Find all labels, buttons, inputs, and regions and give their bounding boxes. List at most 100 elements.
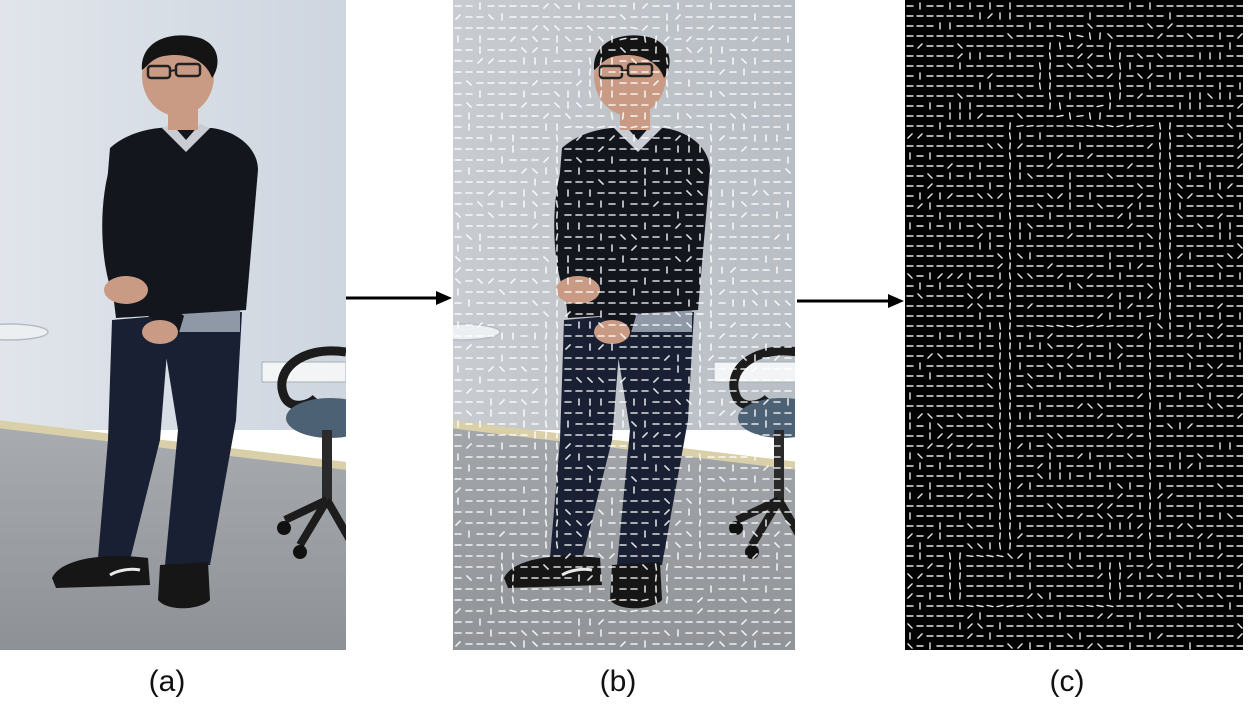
gradient-tick — [608, 598, 616, 602]
gradient-tick — [719, 476, 725, 482]
orientation-tick — [1148, 512, 1152, 520]
orientation-tick — [1076, 605, 1084, 607]
orientation-tick — [1168, 212, 1172, 220]
hog-panel-c — [905, 0, 1243, 650]
orientation-tick — [1227, 183, 1233, 189]
gradient-tick — [598, 619, 604, 625]
orientation-tick — [907, 593, 913, 599]
orientation-tick — [1036, 325, 1044, 327]
overlay-panel-b — [453, 0, 795, 650]
person-photo-with-gradients — [453, 0, 795, 650]
orientation-tick — [917, 413, 923, 419]
gradient-tick — [686, 256, 692, 262]
gradient-tick — [630, 609, 638, 613]
orientation-tick — [1158, 282, 1162, 290]
gradient-tick — [511, 563, 515, 571]
orientation-tick — [1207, 333, 1213, 339]
orientation-tick — [1117, 483, 1123, 489]
orientation-tick — [1096, 124, 1104, 128]
gradient-tick — [719, 630, 725, 636]
gradient-tick — [752, 190, 758, 196]
orientation-tick — [927, 193, 933, 199]
orientation-tick — [1187, 33, 1193, 39]
gradient-tick — [696, 125, 704, 129]
gradient-tick — [488, 14, 494, 20]
gradient-tick — [674, 125, 682, 129]
gradient-tick — [664, 465, 670, 471]
orientation-tick — [947, 273, 953, 279]
orientation-tick — [1177, 213, 1183, 219]
gradient-tick — [741, 58, 747, 64]
gradient-tick — [654, 596, 658, 604]
orientation-tick — [1147, 73, 1153, 79]
gradient-tick — [521, 102, 527, 108]
orientation-tick — [1057, 503, 1063, 509]
orientation-tick — [1207, 373, 1213, 379]
orientation-tick — [1017, 93, 1023, 99]
gradient-tick — [532, 630, 538, 636]
gradient-tick — [565, 509, 571, 515]
orientation-tick — [1127, 573, 1133, 579]
gradient-tick — [455, 14, 461, 20]
orientation-tick — [967, 613, 973, 619]
gradient-tick — [642, 3, 648, 9]
gradient-tick — [653, 388, 659, 394]
gradient-tick — [488, 278, 494, 284]
gradient-tick — [609, 553, 615, 559]
gradient-tick — [599, 57, 603, 65]
orientation-tick — [1217, 593, 1223, 599]
orientation-tick — [997, 263, 1003, 269]
orientation-tick — [1037, 463, 1043, 469]
gradient-tick — [598, 146, 604, 152]
chair-post — [774, 430, 784, 500]
gradient-tick — [709, 200, 713, 208]
gradient-tick — [532, 168, 538, 174]
orientation-tick — [1047, 193, 1053, 199]
orientation-tick — [947, 433, 953, 439]
orientation-tick — [1097, 203, 1103, 209]
orientation-tick — [948, 552, 952, 560]
gradient-tick — [774, 531, 780, 537]
orientation-tick — [1187, 133, 1193, 139]
gradient-tick — [598, 377, 604, 383]
gradient-tick — [631, 476, 637, 482]
orientation-tick — [1237, 393, 1243, 399]
gradient-tick — [554, 102, 560, 108]
orientation-tick — [1057, 153, 1063, 159]
orientation-tick — [1047, 343, 1053, 349]
gradient-tick — [730, 113, 736, 119]
gradient-tick — [620, 47, 626, 53]
gradient-tick — [785, 641, 791, 647]
orientation-tick — [1056, 34, 1064, 38]
orientation-tick — [967, 293, 973, 299]
gradient-tick — [643, 35, 647, 43]
gradient-tick — [630, 598, 638, 602]
orientation-tick — [1088, 32, 1092, 40]
orientation-tick — [917, 453, 923, 459]
gradient-tick — [554, 91, 560, 97]
orientation-tick — [1106, 604, 1114, 608]
gradient-tick — [664, 355, 670, 361]
gradient-tick — [555, 519, 559, 527]
orientation-tick — [1077, 343, 1083, 349]
gradient-tick — [555, 266, 559, 274]
orientation-tick — [1167, 23, 1173, 29]
orientation-tick — [1097, 503, 1103, 509]
orientation-tick — [1237, 163, 1243, 169]
gradient-tick — [587, 25, 593, 31]
orientation-tick — [1127, 453, 1133, 459]
gradient-tick — [565, 454, 571, 460]
orientation-tick — [1177, 183, 1183, 189]
gradient-tick — [709, 299, 713, 307]
orientation-tick — [1108, 592, 1112, 600]
orientation-tick — [1148, 532, 1152, 540]
gradient-tick — [620, 333, 626, 339]
gradient-tick — [555, 420, 559, 428]
gradient-tick — [500, 574, 504, 582]
gradient-tick — [543, 256, 549, 262]
orientation-tick — [948, 572, 952, 580]
orientation-tick — [1187, 523, 1193, 529]
orientation-tick — [957, 413, 963, 419]
orientation-tick — [987, 13, 993, 19]
orientation-tick — [1168, 252, 1172, 260]
